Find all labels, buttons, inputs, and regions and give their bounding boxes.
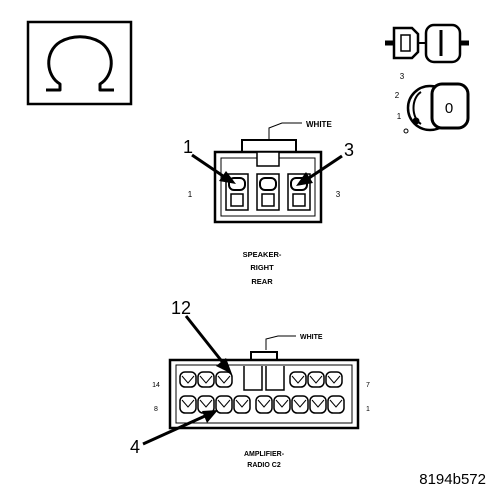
speaker-callout-3: 3 (344, 140, 354, 160)
ohm-icon (46, 35, 114, 92)
amplifier-pin-7-label: 7 (366, 382, 370, 389)
amplifier-callout-4: 4 (130, 437, 140, 457)
speaker-callout-1: 1 (183, 137, 193, 157)
figure-id: 8194b572 (419, 471, 486, 488)
speaker-connector: WHITE (191, 120, 343, 224)
speaker-white-tab-label: WHITE (306, 120, 332, 129)
ignition-position-1: 1 (397, 112, 402, 121)
ohm-symbol (26, 20, 133, 106)
amplifier-pin-8-label: 8 (154, 406, 158, 413)
ohm-box (26, 20, 133, 106)
amplifier-top-row-right (289, 371, 343, 388)
amplifier-callout-12: 12 (171, 298, 191, 318)
speaker-caption-line1: SPEAKER- (243, 250, 282, 259)
amplifier-top-row-left (179, 371, 233, 388)
amplifier-caption-line1: AMPLIFIER- (244, 451, 285, 458)
speaker-pin-3-label: 3 (336, 190, 341, 199)
speaker-caption-line2: RIGHT (250, 263, 274, 272)
amplifier-connector: WHITE (142, 315, 360, 446)
amplifier-pin-14-label: 14 (152, 382, 160, 389)
amplifier-pin-1-label: 1 (366, 406, 370, 413)
speaker-pin-1-label: 1 (188, 190, 193, 199)
ignition-position-2: 2 (395, 91, 400, 100)
ignition-key-icon: 0 (403, 82, 470, 134)
speaker-caption-line3: REAR (251, 277, 273, 286)
connector-plug-icon (385, 23, 469, 64)
amplifier-caption-line2: RADIO C2 (247, 462, 281, 469)
ignition-position-3: 3 (400, 72, 405, 81)
amplifier-bottom-row (179, 395, 345, 414)
key-position-label: 0 (445, 100, 453, 117)
amplifier-white-tab-label: WHITE (300, 334, 323, 341)
